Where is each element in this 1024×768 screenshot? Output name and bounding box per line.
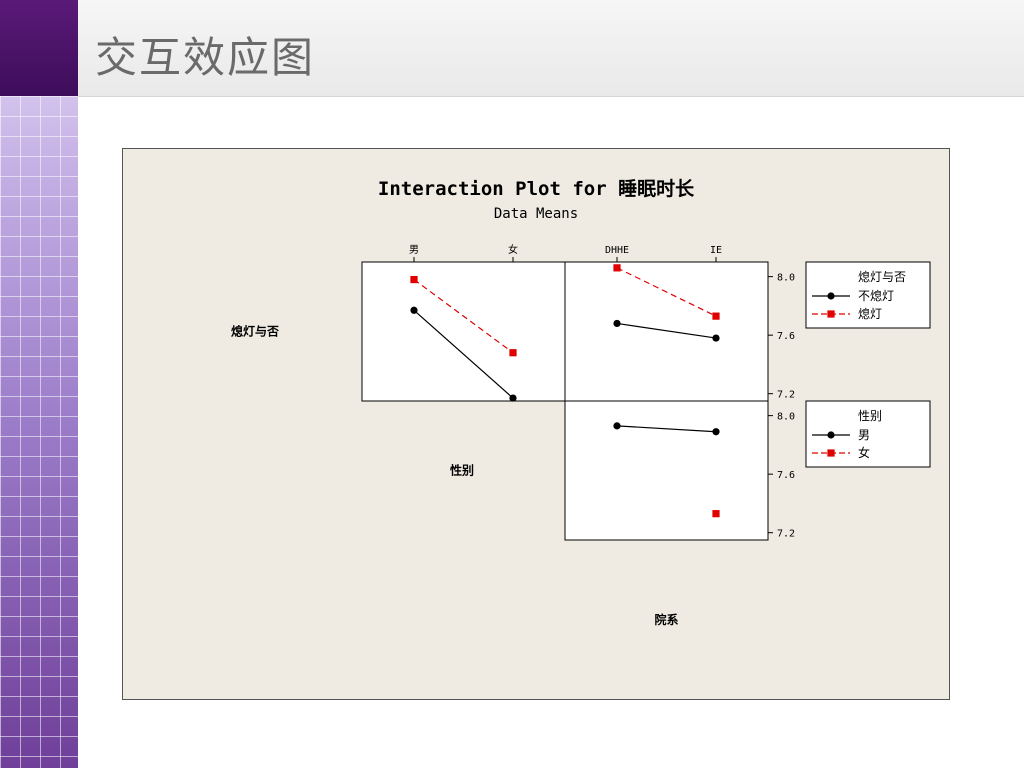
legend-entry: 不熄灯 [858,289,894,303]
data-point-男 [613,422,621,430]
y-tick-label: 7.6 [777,331,795,342]
row-label: 性别 [449,463,474,478]
legend-marker-square [827,310,835,318]
legend-entry: 熄灯 [858,307,882,321]
legend-box [805,261,931,329]
column-label: 院系 [654,612,678,627]
sidebar-grid-pattern [0,96,78,768]
x-tick-label: DHHE [605,245,629,256]
decorative-sidebar [0,0,78,768]
chart-subtitle: Data Means [494,206,578,222]
legend-marker-square [827,449,835,457]
panel-1 [564,261,769,402]
data-point-不熄灯 [712,334,720,342]
x-tick-label: IE [710,245,722,256]
legend-marker-circle [827,431,835,439]
slide-title: 交互效应图 [95,33,316,82]
data-point-熄灯 [509,349,517,357]
legend-marker-circle [827,292,835,300]
legend-title: 性别 [858,409,882,423]
legend-entry: 男 [858,428,870,442]
data-point-不熄灯 [613,319,621,328]
x-tick-label: 女 [508,243,518,256]
data-point-熄灯 [613,264,621,272]
y-tick-label: 7.2 [777,529,795,540]
y-tick-label: 8.0 [777,412,795,423]
sidebar-top-block [0,0,78,96]
series-line-男 [616,425,717,433]
chart-title: Interaction Plot for 睡眠时长 [378,178,695,200]
row-label: 熄灯与否 [231,324,279,339]
data-point-不熄灯 [509,394,517,402]
legend-entry: 女 [858,445,870,460]
panel-2 [564,400,769,541]
data-point-不熄灯 [410,306,418,314]
data-point-熄灯 [410,275,418,284]
series-line-不熄灯 [616,322,717,339]
data-point-熄灯 [712,312,720,320]
panel-0 [361,261,566,402]
x-tick-label: 男 [409,244,419,256]
series-line-熄灯 [413,279,514,354]
series-line-不熄灯 [413,309,514,399]
legend-box [805,400,931,468]
y-tick-label: 7.2 [777,390,795,401]
y-tick-label: 8.0 [777,273,795,284]
series-line-熄灯 [616,267,717,317]
slide-header [78,0,1024,97]
legend-title: 熄灯与否 [858,270,906,284]
y-tick-label: 7.6 [777,470,795,481]
data-point-男 [712,428,720,436]
data-point-女 [712,510,720,518]
